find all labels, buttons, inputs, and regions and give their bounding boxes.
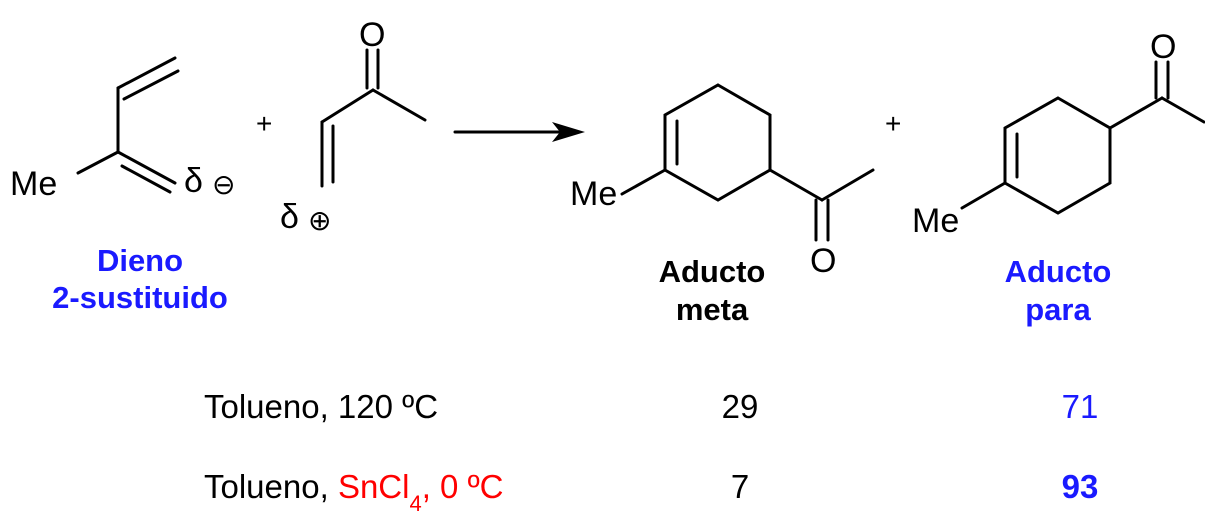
dienophile-positive-charge-icon: ⊕ bbox=[308, 205, 331, 236]
dienophile-oxygen-label: O bbox=[359, 16, 385, 54]
meta-product-structure: Me O bbox=[570, 83, 875, 280]
para-methyl-label: Me bbox=[912, 202, 959, 240]
diene-methyl-label: Me bbox=[10, 165, 57, 203]
reaction-arrow-icon bbox=[453, 122, 585, 142]
condition-2-meta-ratio: 7 bbox=[731, 468, 749, 505]
meta-label-line1: Aducto bbox=[659, 254, 766, 289]
diene-label-line2: 2-sustituido bbox=[52, 280, 228, 315]
meta-label-line2: meta bbox=[676, 292, 749, 327]
para-product-structure: Me O bbox=[912, 28, 1205, 240]
condition-1-text: Tolueno, 120 ºC bbox=[204, 388, 438, 425]
para-label-line1: Aducto bbox=[1005, 254, 1112, 289]
condition-2-text: Tolueno, SnCl4, 0 ºC bbox=[204, 468, 503, 516]
condition-1-meta-ratio: 29 bbox=[722, 388, 759, 425]
product-plus-sign: + bbox=[885, 108, 901, 139]
lewis-acid: SnCl bbox=[338, 468, 410, 505]
condition-row-1: Tolueno, 120 ºC 29 71 bbox=[204, 388, 1098, 425]
reactant-plus-sign: + bbox=[256, 108, 272, 139]
diene-negative-charge-icon: ⊖ bbox=[212, 169, 235, 200]
para-oxygen-label: O bbox=[1150, 28, 1176, 66]
para-label-line2: para bbox=[1025, 292, 1091, 327]
diene-label-line1: Dieno bbox=[97, 243, 183, 278]
diene-partial-charge: δ bbox=[184, 162, 203, 200]
condition-1-para-ratio: 71 bbox=[1062, 388, 1099, 425]
condition-2-para-ratio: 93 bbox=[1062, 468, 1099, 505]
diene-structure: Me δ ⊖ bbox=[10, 56, 235, 203]
condition-row-2: Tolueno, SnCl4, 0 ºC 7 93 bbox=[204, 468, 1098, 516]
dienophile-partial-charge: δ bbox=[280, 198, 299, 236]
meta-oxygen-label: O bbox=[810, 242, 836, 280]
meta-methyl-label: Me bbox=[570, 175, 617, 213]
dienophile-structure: O δ ⊕ bbox=[280, 16, 427, 236]
